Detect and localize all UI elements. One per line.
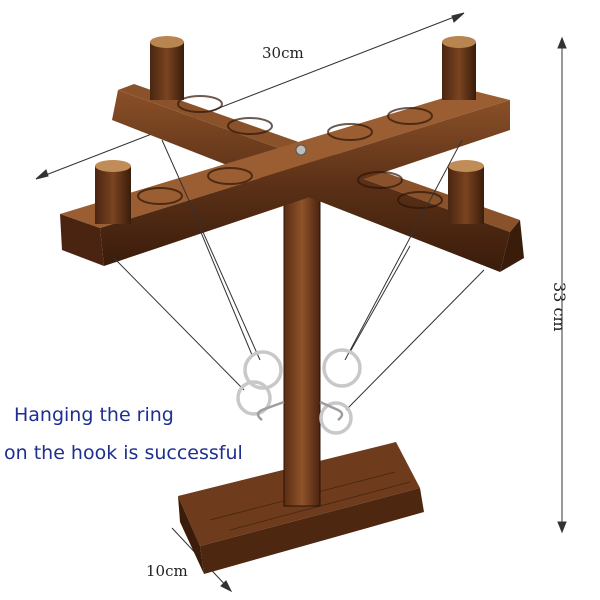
- depth-label: 10cm: [146, 562, 188, 580]
- metal-rings: [236, 348, 362, 435]
- peg-back-right: [442, 36, 476, 100]
- caption-line-1: Hanging the ring: [14, 404, 174, 426]
- peg-back-left: [150, 36, 184, 100]
- width-label: 30cm: [262, 44, 304, 62]
- ring-left-upper: [243, 350, 283, 390]
- cross-arm-horizontal: [60, 90, 510, 266]
- center-post: [283, 189, 321, 507]
- width-dimension-line: [37, 13, 463, 179]
- center-screw: [295, 144, 307, 156]
- ring-right-upper: [322, 348, 362, 388]
- width-arrow-left: [35, 169, 49, 180]
- hook-right: [319, 400, 344, 421]
- height-arrow-top: [557, 36, 567, 49]
- hook-left: [256, 400, 285, 421]
- peg-front-left: [95, 160, 131, 224]
- width-arrow-right: [451, 12, 465, 23]
- engraved-holes: [137, 95, 443, 209]
- metal-hooks: [256, 400, 344, 421]
- caption-line-2: on the hook is successful: [4, 442, 243, 464]
- ring-left-lower: [236, 380, 272, 416]
- height-label: 33 cm: [550, 282, 569, 332]
- depth-arrow-bottom: [220, 580, 233, 593]
- hanging-strings: [113, 139, 485, 411]
- height-arrow-bottom: [557, 521, 567, 534]
- ring-right-lower: [319, 401, 353, 435]
- peg-front-right: [448, 160, 484, 224]
